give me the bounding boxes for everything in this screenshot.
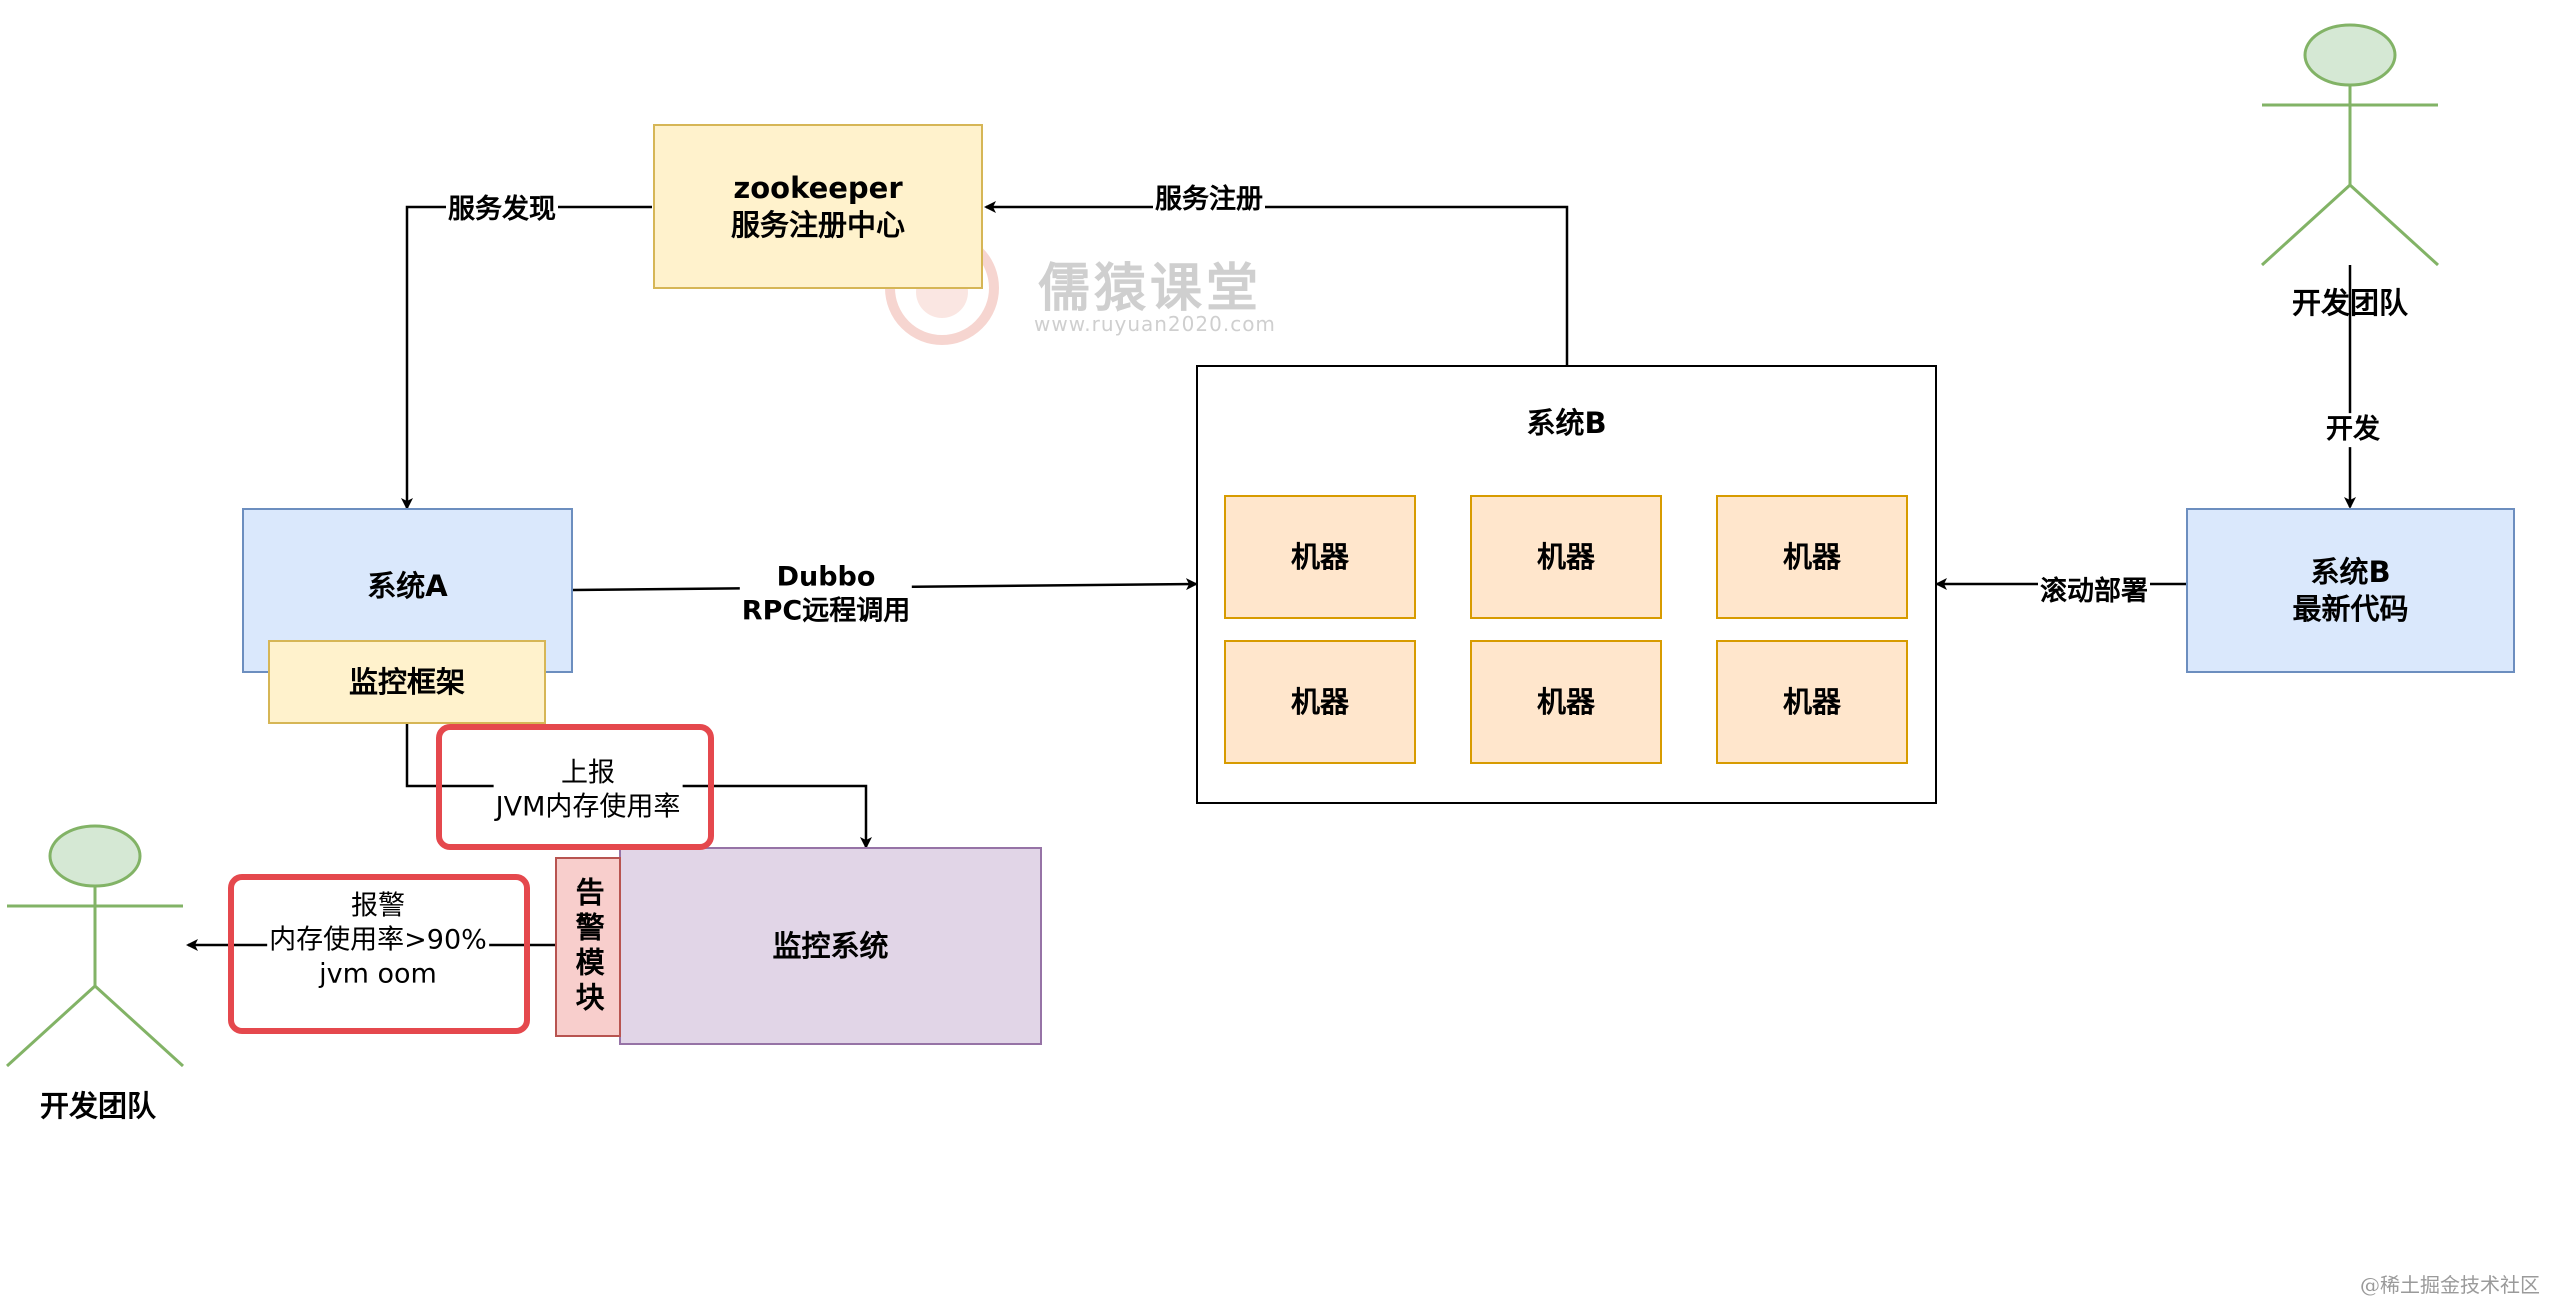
alarm-label-line1: 报警 bbox=[350, 890, 405, 922]
edge-label-alarm: 报警 内存使用率>90% jvm oom bbox=[267, 889, 489, 991]
machine-node: 机器 bbox=[1716, 640, 1908, 764]
alarm-label-line3: jvm oom bbox=[319, 957, 437, 989]
actor-dev-team-top-right bbox=[2260, 23, 2440, 267]
system-b-label: 系统B bbox=[1526, 406, 1607, 440]
system-b-latest-code-node: 系统B 最新代码 bbox=[2186, 508, 2515, 673]
system-b-code-subtitle: 最新代码 bbox=[2292, 591, 2409, 626]
corner-watermark: @稀土掘金技术社区 bbox=[2360, 1273, 2540, 1297]
report-label-line1: 上报 bbox=[560, 757, 615, 789]
zookeeper-subtitle: 服务注册中心 bbox=[730, 207, 905, 242]
actor-dev-team-bottom-left bbox=[5, 824, 185, 1068]
report-label-line2: JVM内存使用率 bbox=[495, 791, 681, 822]
monitor-framework-label: 监控框架 bbox=[348, 664, 465, 699]
edge-label-develop: 开发 bbox=[2324, 413, 2382, 447]
machine-node: 机器 bbox=[1470, 640, 1662, 764]
actor-label-top-right: 开发团队 bbox=[2291, 286, 2409, 320]
system-a-label: 系统A bbox=[367, 569, 448, 604]
actor-label-bottom-left: 开发团队 bbox=[39, 1089, 157, 1123]
zookeeper-registry-node: zookeeper 服务注册中心 bbox=[653, 124, 983, 289]
system-b-code-title: 系统B bbox=[2310, 555, 2391, 590]
machine-label: 机器 bbox=[1290, 684, 1349, 719]
machine-label: 机器 bbox=[1536, 684, 1595, 719]
edge-service-discovery bbox=[401, 205, 652, 510]
edge-label-dubbo: Dubbo RPC远程调用 bbox=[739, 560, 913, 628]
machine-label: 机器 bbox=[1782, 684, 1841, 719]
machine-node: 机器 bbox=[1224, 495, 1416, 619]
alarm-module-node: 告警模块 bbox=[555, 857, 621, 1037]
edge-label-service-discovery: 服务发现 bbox=[446, 193, 558, 227]
monitor-system-node: 监控系统 bbox=[619, 847, 1042, 1045]
watermark-title: 儒猿课堂 bbox=[1038, 259, 1263, 319]
machine-label: 机器 bbox=[1290, 539, 1349, 574]
edge-label-rolling-deploy: 滚动部署 bbox=[2038, 575, 2150, 609]
edge-label-report: 上报 JVM内存使用率 bbox=[493, 756, 683, 824]
zookeeper-title: zookeeper bbox=[733, 171, 903, 206]
machine-label: 机器 bbox=[1536, 539, 1595, 574]
dubbo-label-line1: Dubbo bbox=[776, 561, 876, 593]
alarm-label-line2: 内存使用率>90% bbox=[269, 924, 487, 956]
machine-label: 机器 bbox=[1782, 539, 1841, 574]
machine-node: 机器 bbox=[1470, 495, 1662, 619]
dubbo-label-line2: RPC远程调用 bbox=[741, 595, 911, 626]
alarm-module-label: 告警模块 bbox=[571, 877, 606, 1017]
monitor-framework-node: 监控框架 bbox=[268, 640, 546, 724]
highlight-alarm-box bbox=[228, 874, 530, 1034]
monitor-system-label: 监控系统 bbox=[772, 928, 889, 963]
watermark-url: www.ruyuan2020.com bbox=[1034, 312, 1276, 336]
machine-node: 机器 bbox=[1716, 495, 1908, 619]
machine-node: 机器 bbox=[1224, 640, 1416, 764]
edge-label-service-register: 服务注册 bbox=[1153, 183, 1265, 217]
highlight-report-box bbox=[436, 724, 714, 850]
